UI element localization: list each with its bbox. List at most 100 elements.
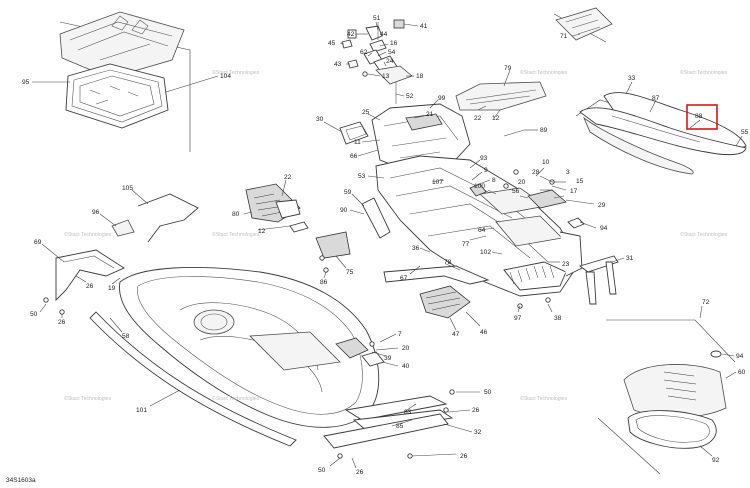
callout-label: 20: [402, 345, 410, 352]
callout-label: 3: [566, 169, 570, 176]
callout-label: 95: [22, 79, 30, 86]
screw: [503, 183, 509, 189]
callout-label: 89: [540, 127, 548, 134]
callout-label: 97: [514, 315, 522, 322]
callout-label: 26: [86, 283, 94, 290]
screw: [59, 309, 65, 315]
callout-label: 51: [373, 15, 381, 22]
seat-assembly: [579, 92, 747, 175]
main-deck-body: [375, 155, 583, 297]
callout-label: 40: [402, 363, 410, 370]
callout-label: 46: [480, 329, 488, 336]
callout-label: 20: [518, 179, 526, 186]
deck-shell-ribs: [383, 115, 459, 159]
hull-hatch-round: [193, 309, 235, 335]
callout-label: 45: [328, 40, 336, 47]
callout-label: 101: [136, 407, 147, 414]
callout-label: 60: [738, 369, 746, 376]
hull-inner-rim: [137, 276, 363, 415]
deck-cover-ribs: [465, 89, 537, 105]
watermark: ©Stact Technologies: [680, 231, 728, 238]
watermark: ©Stact Technologies: [212, 69, 260, 76]
bin-gasket-inner: [635, 415, 710, 443]
callout-label: 31: [626, 255, 634, 262]
callout-label: 94: [736, 353, 744, 360]
leader-lines: [32, 21, 743, 469]
deck-cover-79: [455, 81, 547, 111]
frame-line: [597, 417, 661, 475]
clip-12: [289, 221, 309, 233]
callout-label: 72: [702, 299, 710, 306]
callout-label: 88: [695, 113, 703, 120]
rear-grate-hatch: [509, 265, 555, 285]
step-leg-right: [605, 261, 617, 295]
nut-45: [341, 39, 353, 49]
callout-label: 69: [34, 239, 42, 246]
grommet-60: [710, 350, 722, 358]
side-pocket-75: [315, 231, 351, 259]
watermark: ©Stact Technologies: [212, 395, 260, 402]
callout-label: 33: [628, 75, 636, 82]
callout-label: 47: [452, 331, 460, 338]
storage-gasket-outer: [65, 63, 169, 129]
lid-detail: [111, 15, 149, 35]
callout-label: 17: [570, 188, 578, 195]
bumper-69-detail: [63, 255, 115, 269]
hull-pump-area: [249, 331, 341, 371]
watermark: ©Stact Technologies: [64, 231, 112, 238]
storage-bin-assembly: [623, 350, 727, 449]
seat-edge-55: [583, 116, 694, 175]
callout-label: 9: [484, 167, 488, 174]
callout-label: 93: [480, 155, 488, 162]
grille-hatch: [425, 291, 461, 311]
side-panels: [111, 183, 391, 259]
grille-47: [419, 285, 471, 319]
callout-label: 19: [108, 285, 116, 292]
callout-label: 38: [554, 315, 562, 322]
side-trim-64: [559, 231, 583, 277]
callout-label: 12: [492, 115, 500, 122]
callout-label: 58: [122, 333, 130, 340]
callout-label: 43: [334, 61, 342, 68]
callout-label: 77: [462, 241, 470, 248]
screw: [443, 407, 449, 413]
callout-label: 55: [741, 129, 749, 136]
screw: [319, 255, 325, 261]
callout-label: 50: [484, 389, 492, 396]
nut-43: [347, 59, 359, 69]
callout-label: 12: [258, 228, 266, 235]
watermarks: ©Stact Technologies ©Stact Technologies …: [64, 69, 728, 402]
callout-label: 90: [340, 207, 348, 214]
callout-label: 8: [492, 177, 496, 184]
screw: [449, 389, 455, 395]
screw: [369, 341, 375, 347]
step-top: [579, 255, 619, 273]
callout-label: 56: [512, 188, 520, 195]
watermark: ©Stact Technologies: [212, 231, 260, 238]
rod-89: [503, 129, 525, 137]
callout-label: 50: [30, 311, 38, 318]
watermark: ©Stact Technologies: [64, 395, 112, 402]
hull-hatch-round-inner: [200, 313, 228, 331]
case-71: [555, 7, 613, 41]
callout-label: 26: [356, 469, 364, 476]
storage-lid-assembly: [59, 11, 185, 129]
callout-label: 64: [478, 227, 486, 234]
watermark: ©Stact Technologies: [680, 69, 728, 76]
storage-bin: [623, 364, 727, 418]
side-panel-hatch: [253, 193, 285, 217]
screw: [513, 169, 519, 175]
callout-label: 26: [472, 407, 480, 414]
callout-label: 62: [360, 49, 368, 56]
callout-label: 42: [347, 31, 355, 38]
callout-label: 16: [390, 40, 398, 47]
callout-label: 53: [358, 173, 366, 180]
callout-label: 29: [598, 202, 606, 209]
screw: [337, 453, 343, 459]
callout-label: 26: [58, 319, 66, 326]
case-lines: [565, 13, 601, 35]
side-trim-105: [137, 193, 199, 243]
cover-96: [111, 219, 135, 237]
watermark: ©Stact Technologies: [520, 395, 568, 402]
callout-label: 94: [600, 225, 608, 232]
